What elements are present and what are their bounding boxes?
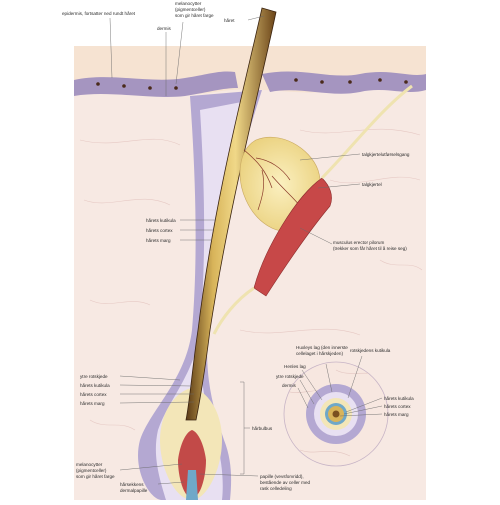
dermal-papilla	[178, 430, 206, 498]
label-papill-2: bestående av celler med	[260, 479, 310, 485]
label-dermis-top: dermis	[157, 26, 171, 31]
label-epidermis: epidermis, fortsatter ned rundt håret	[62, 10, 136, 16]
label-cortex: hårets cortex	[146, 227, 173, 233]
arrector-pili-muscle	[253, 177, 332, 297]
label-talgkjertel-utfoering: talgkjertelutførselsgang	[362, 152, 410, 157]
epidermis-band-left	[74, 71, 238, 97]
label-ytre-rotskjede: ytre rotskjede	[80, 374, 108, 379]
melanocyte-dots	[96, 78, 408, 90]
label-melanocytter-bottom-1: melanocytter	[76, 462, 103, 467]
label-kutikula: hårets kutikula	[146, 217, 176, 223]
label-xs-dermis: dermis	[282, 383, 296, 388]
label-haaret: håret	[224, 17, 235, 23]
label-musculus-1: musculus erector pilorum	[333, 240, 384, 245]
hair-shaft	[185, 7, 277, 421]
label-xs-marg: hårets marg	[384, 411, 409, 417]
label-talgkjertel: talgkjertel	[362, 182, 382, 187]
cross-section-inset	[283, 361, 389, 467]
muscle-tendon-bottom	[212, 286, 255, 335]
dermis-fibers	[79, 128, 423, 431]
label-musculus-2: (trekker som får håret til å reise seg)	[333, 245, 407, 251]
epidermis-band-right	[262, 71, 426, 94]
label-xs-kutikula: hårets kutikula	[384, 395, 414, 401]
label-xs-huxley-1: Huxleys lag (den innerste	[296, 345, 348, 350]
label-xs-ytre: ytre rotskjede	[276, 374, 304, 379]
leader-lines	[109, 15, 383, 485]
label-papille-2: dermalpapille	[120, 488, 148, 493]
label-marg: hårets marg	[146, 237, 171, 243]
label-melanocytter-bottom-3: som gir håret farge	[76, 473, 115, 479]
label-papille-1: hårsekkens	[120, 481, 144, 487]
label-xs-henle: Henles lag	[284, 364, 306, 369]
label-cortex-lower: hårets cortex	[80, 391, 107, 397]
muscle-tendon-top	[320, 84, 413, 180]
label-papill-3: rask celledeling	[260, 486, 292, 491]
label-xs-rotskjede-kutikula: rotskjedens kutikula	[350, 348, 391, 353]
label-melanocytter-top-3: som gir håret farge	[175, 12, 214, 18]
papilla-vessel	[186, 470, 198, 500]
xs-medulla	[332, 410, 340, 418]
label-melanocytter-top-2: (pigmentceller)	[175, 7, 206, 12]
label-haarbulbus: hårbulbus	[252, 425, 273, 431]
label-xs-cortex: hårets cortex	[384, 403, 411, 409]
label-xs-huxley-2: cellelaget i hårskjeden)	[296, 350, 343, 356]
label-melanocytter-top-1: melanocytter	[175, 1, 202, 6]
label-papill-1: papille (vevsforvridd),	[260, 474, 304, 479]
label-kutikula-lower: hårets kutikula	[80, 382, 110, 388]
label-marg-lower: hårets marg	[80, 400, 105, 406]
label-melanocytter-bottom-2: (pigmentceller)	[76, 468, 107, 473]
